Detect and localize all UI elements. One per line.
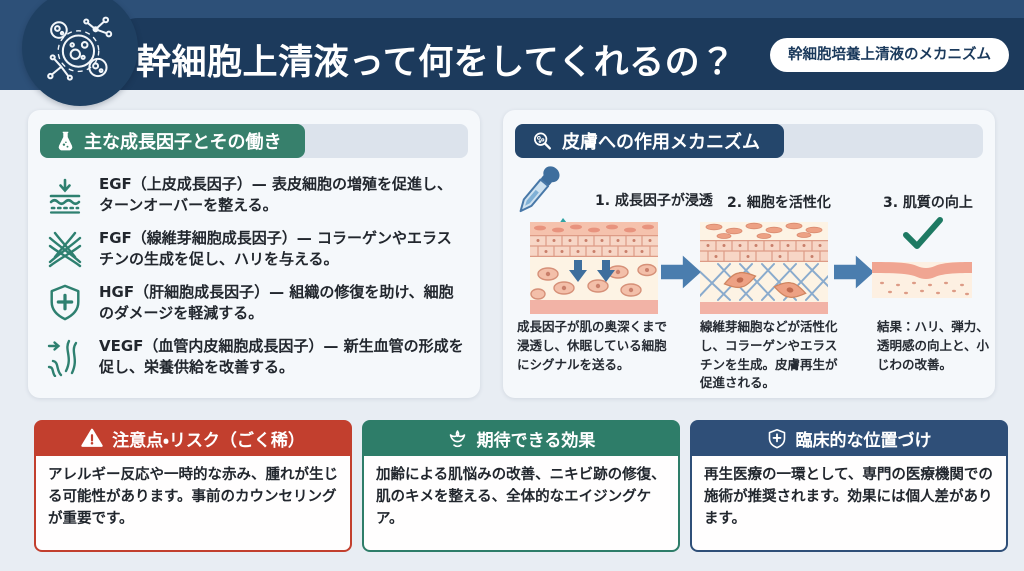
fiber-weave-icon [42, 229, 88, 269]
shield-cross-icon [767, 428, 787, 449]
growth-factor-text: HGF（肝細胞成長因子）— 組織の修復を助け、細胞のダメージを軽減する。 [99, 283, 454, 322]
growth-factor-text: FGF（線維芽細胞成長因子）— コラーゲンやエラスチンの生成を促し、ハリを与える… [99, 229, 452, 268]
flower-icon [447, 428, 468, 449]
mechanism-title: 皮膚への作用メカニズム [562, 132, 760, 153]
step-label: 3. 肌質の向上 [883, 195, 973, 211]
list-item: FGF（線維芽細胞成長因子）— コラーゲンやエラスチンの生成を促し、ハリを与える… [42, 228, 466, 270]
effects-card: 期待できる効果 加齢による肌悩みの改善、ニキビ跡の修復、肌のキメを整える、全体的… [362, 420, 680, 552]
header: 幹細胞上清液って何をしてくれるの？ 幹細胞培養上清液のメカニズム [0, 0, 1024, 90]
step-caption: 成長因子が肌の奥深くまで浸透し、休眠している細胞にシグナルを送る。 [517, 319, 668, 372]
growth-factor-text: EGF（上皮成長因子）— 表皮細胞の増殖を促進し、ターンオーバーを整える。 [99, 175, 453, 214]
header-badge: 幹細胞培養上清液のメカニズム [770, 38, 1009, 72]
shield-plus-icon [42, 283, 88, 323]
growth-factors-header-band: 主な成長因子とその働き [40, 124, 468, 158]
risk-card-header: 注意点・リスク（ごく稀） [34, 420, 352, 456]
clinical-card-header: 臨床的な位置づけ [690, 420, 1008, 456]
mechanism-title-pill: 皮膚への作用メカニズム [515, 124, 784, 158]
flow-arrow-icon [661, 253, 701, 295]
mechanism-header-band: 皮膚への作用メカニズム [515, 124, 983, 158]
risk-card-title: 注意点・リスク（ごく稀） [112, 430, 305, 451]
risk-card: 注意点・リスク（ごく稀） アレルギー反応や一時的な赤み、腫れが生じる可能性があり… [34, 420, 352, 552]
step-caption: 線維芽細胞などが活性化し、コラーゲンやエラスチンを生成。皮膚再生が促進される。 [700, 319, 838, 391]
risk-card-body: アレルギー反応や一時的な赤み、腫れが生じる可能性があります。事前のカウンセリング… [34, 456, 352, 552]
stem-cell-icon [22, 0, 138, 106]
warning-triangle-icon [81, 428, 103, 448]
effects-card-header: 期待できる効果 [362, 420, 680, 456]
step-label: 1. 成長因子が浸透 [595, 193, 713, 209]
flask-icon [56, 131, 75, 152]
list-item: EGF（上皮成長因子）— 表皮細胞の増殖を促進し、ターンオーバーを整える。 [42, 174, 466, 216]
growth-factors-title: 主な成長因子とその働き [84, 132, 282, 153]
list-item: VEGF（血管内皮細胞成長因子）— 新生血管の形成を促し、栄養供給を改善する。 [42, 336, 466, 378]
check-icon [901, 216, 945, 254]
clinical-card: 臨床的な位置づけ 再生医療の一環として、専門の医療機関での施術が推奨されます。効… [690, 420, 1008, 552]
clinical-card-body: 再生医療の一環として、専門の医療機関での施術が推奨されます。効果には個人差があり… [690, 456, 1008, 552]
list-item: HGF（肝細胞成長因子）— 組織の修復を助け、細胞のダメージを軽減する。 [42, 282, 466, 324]
skin-penetration-illustration [530, 222, 658, 318]
growth-factor-text: VEGF（血管内皮細胞成長因子）— 新生血管の形成を促し、栄養供給を改善する。 [99, 337, 464, 376]
page-title: 幹細胞上清液って何をしてくれるの？ [136, 43, 736, 83]
growth-factor-list: EGF（上皮成長因子）— 表皮細胞の増殖を促進し、ターンオーバーを整える。 FG… [28, 174, 480, 378]
mechanism-diagram: 1. 成長因子が浸透 2. 細胞を活性化 3. 肌質の向上 [503, 110, 995, 398]
magnifier-cells-icon [531, 130, 553, 152]
step-caption: 結果：ハリ、弾力、透明感の向上と、小じわの改善。 [877, 319, 990, 372]
effects-card-body: 加齢による肌悩みの改善、ニキビ跡の修復、肌のキメを整える、全体的なエイジングケア… [362, 456, 680, 552]
skin-layers-arrow-icon [42, 175, 88, 215]
clinical-card-title: 臨床的な位置づけ [795, 430, 932, 451]
growth-factors-title-pill: 主な成長因子とその働き [40, 124, 306, 158]
flow-arrow-icon [834, 253, 874, 295]
growth-factors-panel: 主な成長因子とその働き EGF（上皮成長因子）— 表皮細胞の増殖を促進し、ターン… [28, 110, 480, 398]
effects-card-title: 期待できる効果 [476, 430, 596, 451]
skin-activation-illustration [695, 222, 833, 318]
step-label: 2. 細胞を活性化 [727, 195, 831, 211]
skin-result-illustration [872, 254, 972, 302]
mechanism-panel: 皮膚への作用メカニズム 1. 成長因子が浸透 [503, 110, 995, 398]
blood-vessel-icon [42, 337, 88, 377]
